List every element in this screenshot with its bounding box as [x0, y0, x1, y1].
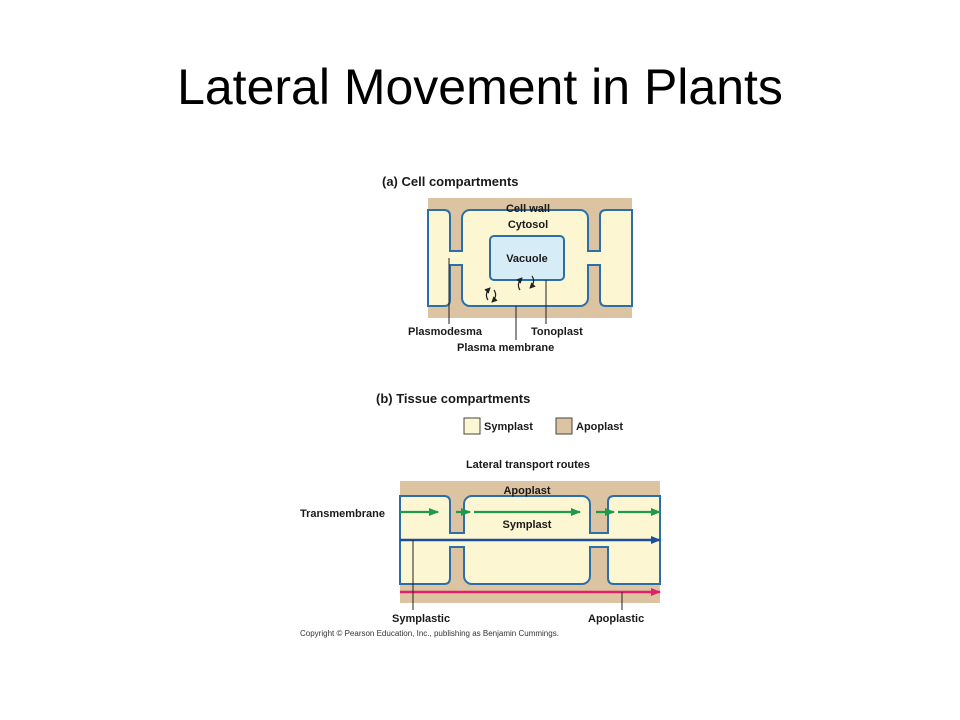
label-symplastic: Symplastic — [392, 613, 450, 625]
label-transmembrane: Transmembrane — [300, 508, 385, 520]
panel-a-vacuole — [489, 235, 565, 281]
label-lateral-transport-routes: Lateral transport routes — [466, 459, 590, 471]
panel-a-right-cell — [599, 209, 633, 307]
legend-swatch-symplast — [463, 417, 481, 435]
legend-label-symplast: Symplast — [484, 421, 533, 433]
panel-a-membrane-exchange-arrows — [484, 287, 491, 301]
label-apoplast: Apoplast — [503, 485, 550, 497]
panel-a-plasmodesma-left — [448, 251, 464, 265]
label-tonoplast: Tonoplast — [531, 326, 583, 338]
legend-swatch-apoplast — [555, 417, 573, 435]
panel-a-cell-compartments: (a) Cell compartments Cell wall Cytosol … — [382, 174, 633, 354]
panel-a-tonoplast-exchange-arrows — [516, 277, 523, 291]
copyright-notice: Copyright © Pearson Education, Inc., pub… — [300, 629, 559, 638]
legend-label-apoplast: Apoplast — [576, 421, 623, 433]
label-vacuole: Vacuole — [506, 253, 548, 265]
panel-b-heading: (b) Tissue compartments — [376, 391, 530, 406]
panel-a-plasmodesma-right — [586, 251, 602, 265]
panel-a-heading: (a) Cell compartments — [382, 174, 519, 189]
label-symplast: Symplast — [503, 519, 552, 531]
label-cell-wall: Cell wall — [506, 203, 550, 215]
panel-b-tissue-compartments: (b) Tissue compartments Symplast Apoplas… — [300, 391, 661, 638]
label-plasma-membrane: Plasma membrane — [457, 342, 554, 354]
panel-a-left-cell — [427, 209, 451, 307]
label-apoplastic: Apoplastic — [588, 613, 644, 625]
label-cytosol: Cytosol — [508, 219, 548, 231]
label-plasmodesma: Plasmodesma — [408, 326, 483, 338]
slide-title: Lateral Movement in Plants — [177, 59, 783, 115]
